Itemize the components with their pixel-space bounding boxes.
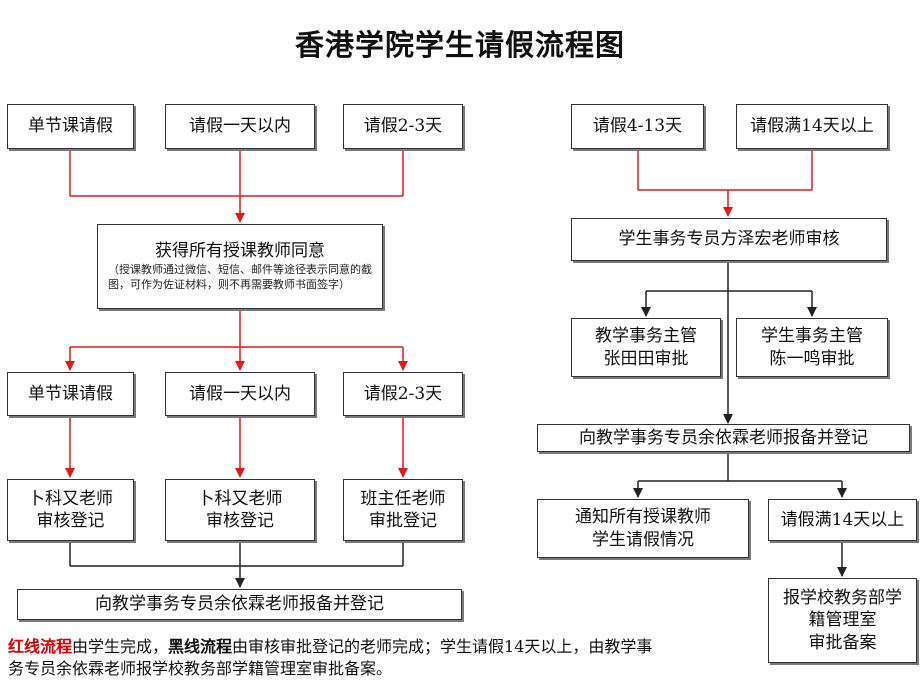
archive-line-1: 报学校教务部学 xyxy=(783,587,902,608)
left-mid-within-one-day: 请假一天以内 xyxy=(165,372,315,416)
over-fourteen-days-box: 请假满14天以上 xyxy=(768,499,917,541)
archive-box: 报学校教务部学 籍管理室 审批备案 xyxy=(768,578,917,663)
box-label: 请假一天以内 xyxy=(189,383,291,404)
right-top-four-thirteen-days: 请假4-13天 xyxy=(571,104,704,149)
red-connector-split-left xyxy=(65,309,408,371)
teacher-consent-box: 获得所有授课教师同意 （授课教师通过微信、短信、邮件等途径表示同意的截图，可作为… xyxy=(97,224,383,309)
notify-teachers-box: 通知所有授课教师 学生请假情况 xyxy=(537,499,749,558)
notify-line-1: 通知所有授课教师 xyxy=(575,507,711,528)
left-top-two-three-days: 请假2-3天 xyxy=(343,104,463,149)
teaching-manager-box: 教学事务主管 张田田审批 xyxy=(571,318,721,377)
black-connector-bottom-left xyxy=(69,541,404,588)
left-mid-two-three-days: 请假2-3天 xyxy=(343,372,463,416)
approver-action: 审核登记 xyxy=(36,511,105,531)
box-label: 请假2-3天 xyxy=(363,383,443,404)
box-label: 请假4-13天 xyxy=(592,116,683,137)
manager-action: 张田田审批 xyxy=(603,348,689,369)
report-label: 向教学事务专员余依霖老师报备并登记 xyxy=(95,594,384,615)
red-connector-mid-left xyxy=(65,416,408,478)
box-label: 单节课请假 xyxy=(28,383,113,404)
consent-heading: 获得所有授课教师同意 xyxy=(155,241,325,262)
box-label: 请假满14天以上 xyxy=(750,116,874,137)
archive-line-2: 籍管理室 xyxy=(808,610,877,631)
approver-action: 审批登记 xyxy=(369,511,437,531)
box-label: 请假一天以内 xyxy=(189,116,291,137)
student-affairs-review-box: 学生事务专员方泽宏老师审核 xyxy=(571,218,887,261)
left-top-single-class: 单节课请假 xyxy=(7,104,134,149)
left-mid-single-class: 单节课请假 xyxy=(7,372,134,416)
consent-note: （授课教师通过微信、短信、邮件等途径表示同意的截图，可作为佐证材料，则不再需要教… xyxy=(108,262,372,291)
approver-name: 班主任老师 xyxy=(360,488,446,509)
page-title: 香港学院学生请假流程图 xyxy=(294,28,625,62)
left-top-within-one-day: 请假一天以内 xyxy=(165,104,315,149)
manager-title: 学生事务主管 xyxy=(761,326,863,347)
right-top-over-fourteen-days: 请假满14天以上 xyxy=(736,104,888,149)
manager-title: 教学事务主管 xyxy=(595,326,697,347)
left-report-box: 向教学事务专员余依霖老师报备并登记 xyxy=(17,589,462,620)
red-connector-top-right xyxy=(637,149,813,217)
student-manager-box: 学生事务主管 陈一鸣审批 xyxy=(736,318,888,377)
box-label: 请假2-3天 xyxy=(363,116,443,137)
approver-box-2: 卜科又老师 审核登记 xyxy=(165,479,315,541)
approver-name: 卜科又老师 xyxy=(28,488,113,509)
black-connector-review-right xyxy=(641,261,817,424)
report-label: 向教学事务专员余依霖老师报备并登记 xyxy=(579,427,868,448)
legend-text-1: 由学生完成， xyxy=(72,637,169,656)
box-label: 单节课请假 xyxy=(28,116,113,137)
notify-line-2: 学生请假情况 xyxy=(592,529,694,550)
manager-action: 陈一鸣审批 xyxy=(769,348,855,369)
reviewer-label: 学生事务专员方泽宏老师审核 xyxy=(618,229,840,250)
legend-note: 红线流程由学生完成，黑线流程由审核审批登记的老师完成；学生请假14天以上，由教学… xyxy=(8,636,668,680)
approver-box-3: 班主任老师 审批登记 xyxy=(343,479,463,541)
box-label: 请假满14天以上 xyxy=(780,509,905,530)
black-line-label: 黑线流程 xyxy=(168,637,233,656)
right-report-box: 向教学事务专员余依霖老师报备并登记 xyxy=(537,424,910,452)
red-connector-top-left xyxy=(69,149,404,223)
legend-text-2: 由审核审批登记的老师完成；学生请假14天以上，由教学事务专员余依霖老师报学校教务… xyxy=(8,637,653,678)
black-connector-report-right xyxy=(633,452,847,577)
approver-box-1: 卜科又老师 审核登记 xyxy=(7,479,134,541)
approver-action: 审核登记 xyxy=(206,511,274,531)
red-line-label: 红线流程 xyxy=(8,637,73,656)
archive-line-3: 审批备案 xyxy=(808,632,877,653)
approver-name: 卜科又老师 xyxy=(197,488,283,509)
